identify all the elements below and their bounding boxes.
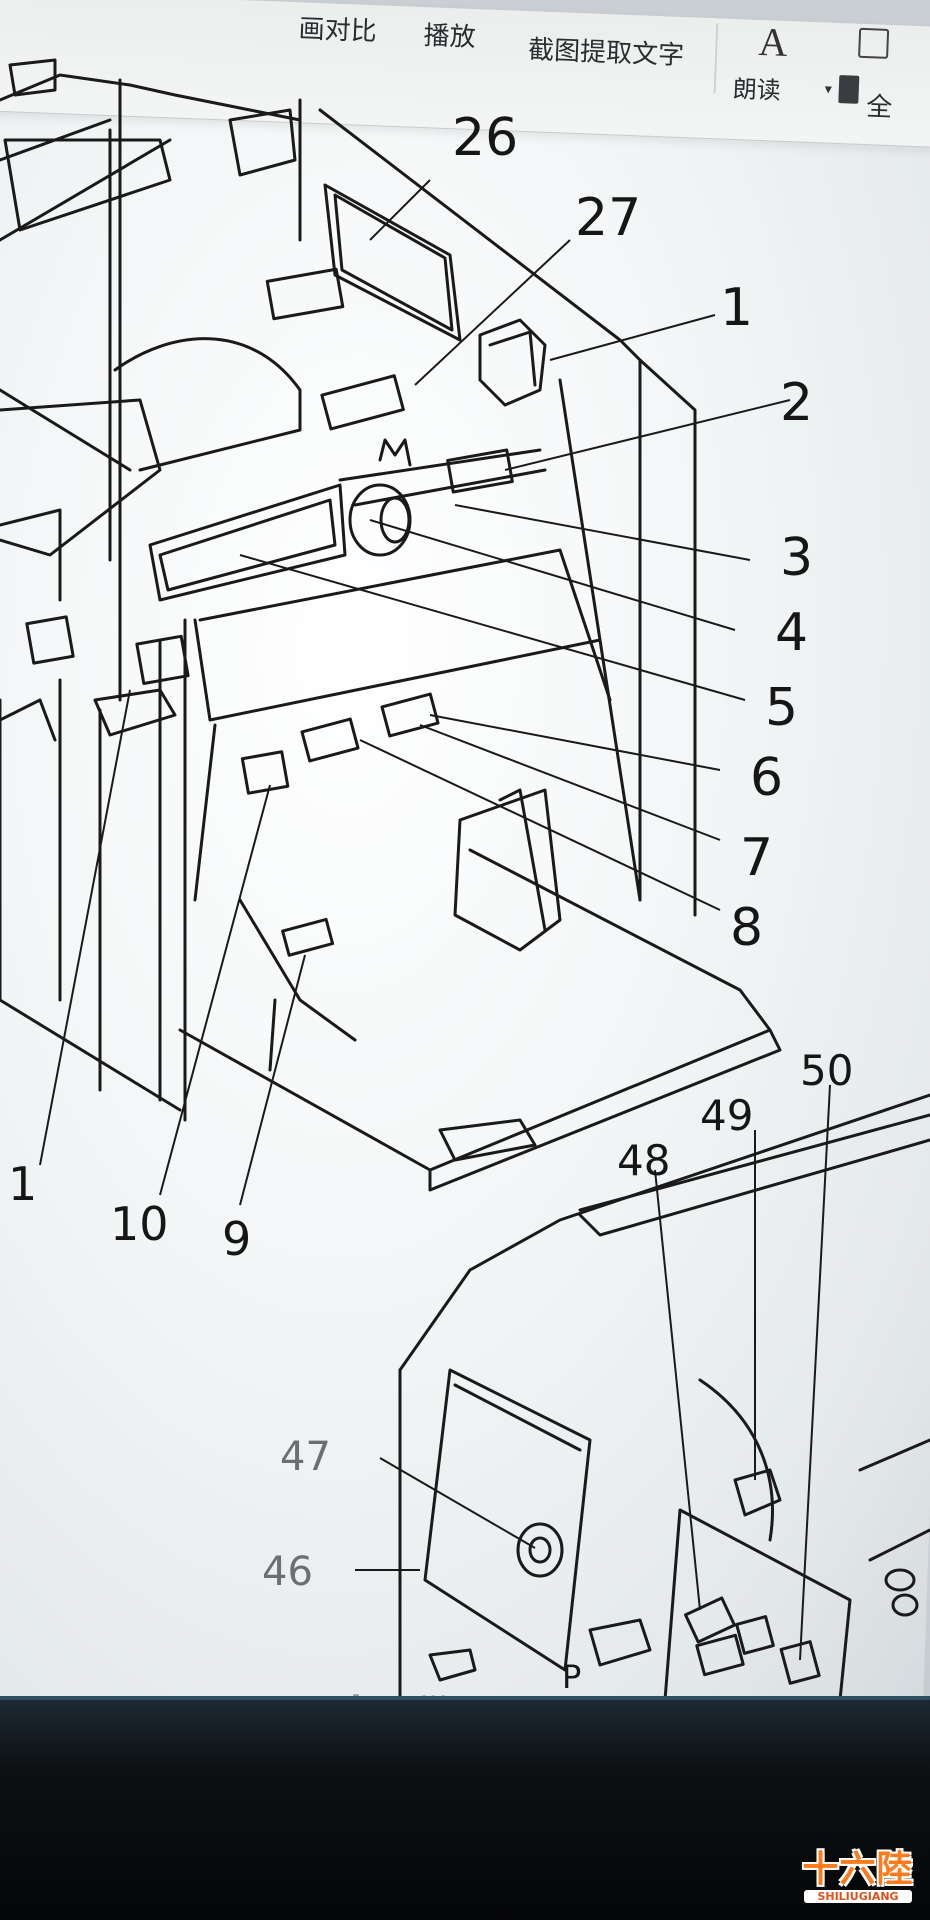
watermark-sub-text: SHILIUGIANG (804, 1890, 912, 1903)
callout-26: 26 (452, 108, 518, 168)
callout-2: 2 (780, 373, 813, 433)
callout-1: 1 (720, 278, 753, 338)
watermark-main-text: 十六陸 (802, 1849, 914, 1890)
callout-6: 6 (750, 748, 783, 808)
callout-9: 9 (222, 1212, 251, 1266)
monitor-bezel (0, 1700, 930, 1920)
callout-7: 7 (740, 828, 773, 888)
mark-p: P (562, 1658, 581, 1696)
callout-5: 5 (765, 678, 798, 738)
callout-4: 4 (775, 603, 808, 663)
callout-47: 47 (280, 1434, 331, 1480)
callout-1-lower: 1 (8, 1157, 37, 1211)
callout-49: 49 (700, 1091, 753, 1140)
watermark-logo: 十六陸 SHILIUGIANG (794, 1850, 922, 1916)
callout-3: 3 (780, 528, 813, 588)
callout-46: 46 (262, 1549, 313, 1595)
callout-8: 8 (730, 898, 763, 958)
callout-48: 48 (617, 1136, 670, 1185)
callout-50: 50 (800, 1046, 853, 1095)
callout-10: 10 (110, 1197, 169, 1251)
parts-diagram: 26 27 1 2 3 4 5 6 7 8 1 10 9 50 49 48 47… (0, 58, 930, 1710)
callout-27: 27 (575, 188, 641, 248)
